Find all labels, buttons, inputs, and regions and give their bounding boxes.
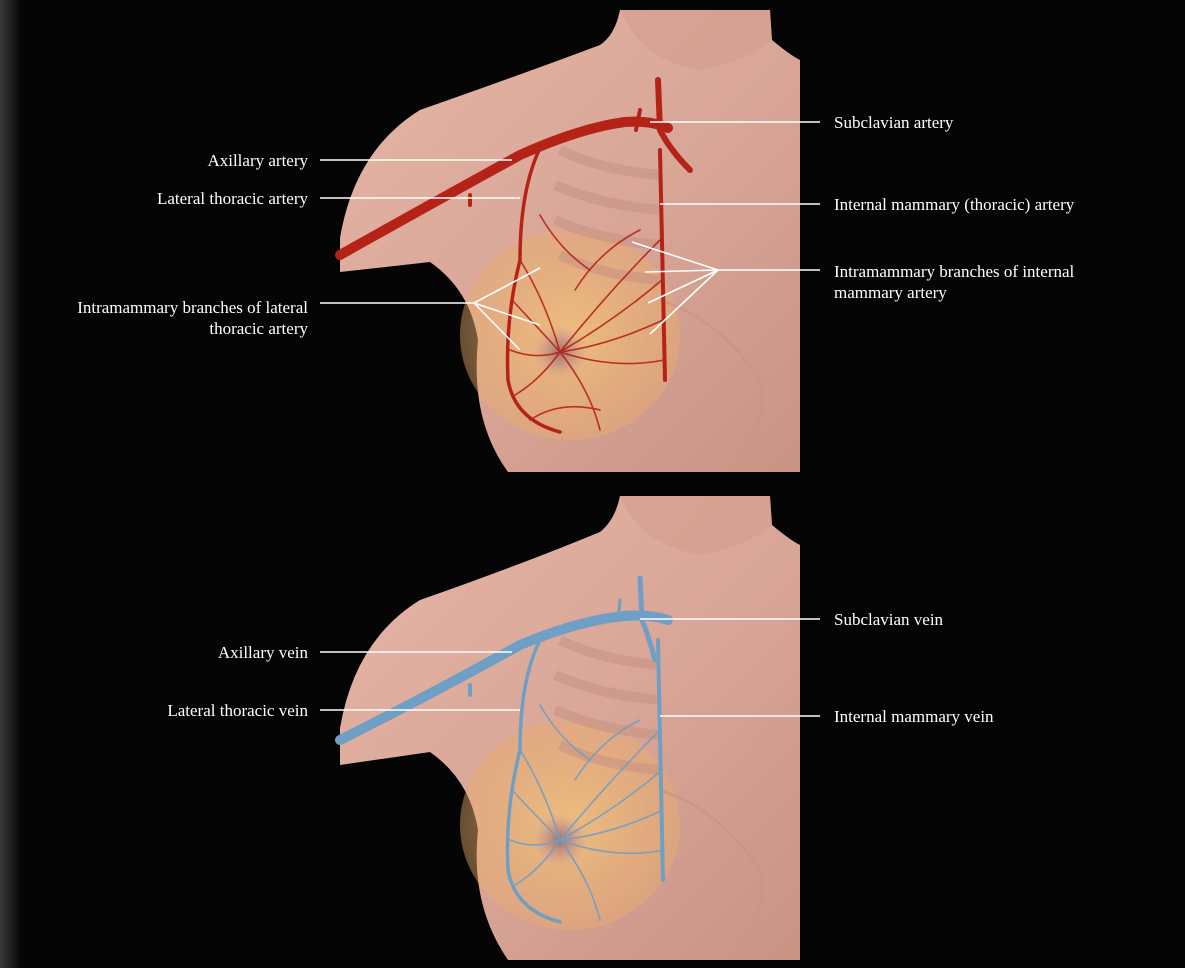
label-intramammary-internal-line1: Intramammary branches of internal xyxy=(834,261,1074,282)
label-subclavian-artery: Subclavian artery xyxy=(834,112,953,133)
page-edge xyxy=(0,0,22,968)
label-intramammary-lateral-line2: thoracic artery xyxy=(209,318,308,339)
label-lateral-thoracic-artery: Lateral thoracic artery xyxy=(157,188,308,209)
label-lateral-thoracic-vein: Lateral thoracic vein xyxy=(167,700,308,721)
label-subclavian-vein: Subclavian vein xyxy=(834,609,943,630)
label-axillary-artery: Axillary artery xyxy=(207,150,308,171)
label-internal-mammary-vein: Internal mammary vein xyxy=(834,706,994,727)
top-panel-torso xyxy=(320,10,820,472)
label-intramammary-lateral-line1: Intramammary branches of lateral xyxy=(77,297,308,318)
label-intramammary-internal-line2: mammary artery xyxy=(834,282,947,303)
label-internal-mammary-artery: Internal mammary (thoracic) artery xyxy=(834,194,1074,215)
label-axillary-vein: Axillary vein xyxy=(218,642,308,663)
bottom-panel-torso xyxy=(320,496,820,960)
